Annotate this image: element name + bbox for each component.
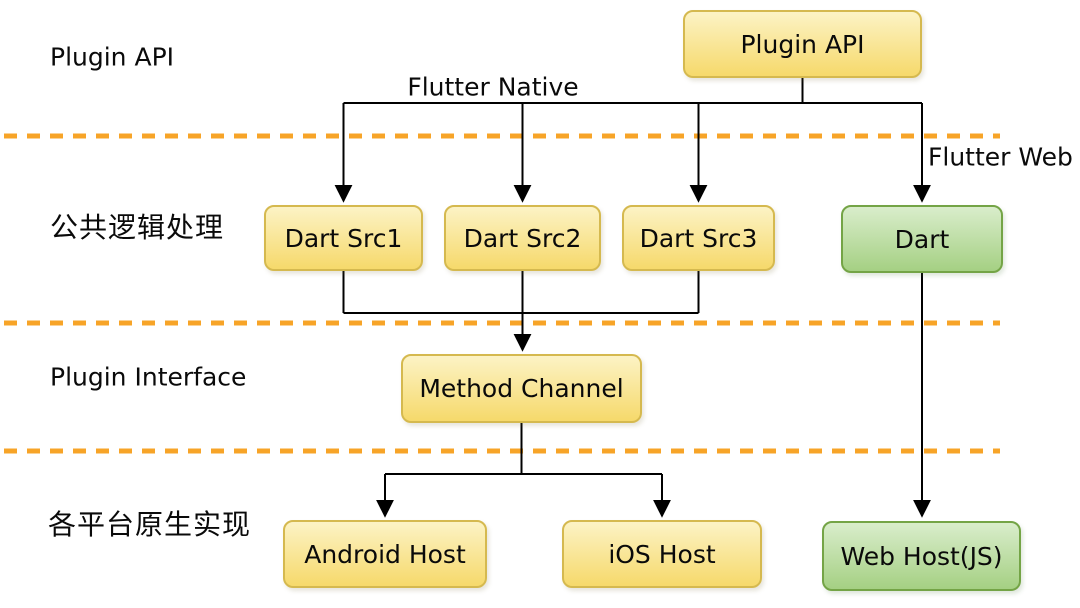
annotation-flutter-web: Flutter Web — [928, 142, 1073, 172]
annotation-flutter-native: Flutter Native — [407, 72, 579, 102]
node-dart-web-label: Dart — [894, 224, 950, 254]
node-dart-src1: Dart Src1 — [264, 205, 423, 271]
band-label-plugin-interface: Plugin Interface — [50, 362, 247, 392]
node-dart-web: Dart — [841, 205, 1003, 273]
node-android-host: Android Host — [283, 520, 487, 588]
node-plugin-api: Plugin API — [683, 10, 922, 78]
band-label-plugin-api: Plugin API — [50, 42, 175, 72]
node-ios-host: iOS Host — [562, 520, 762, 588]
node-web-host-label: Web Host(JS) — [840, 541, 1003, 571]
node-dart-src3-label: Dart Src3 — [639, 223, 758, 253]
node-web-host: Web Host(JS) — [822, 521, 1021, 591]
node-dart-src1-label: Dart Src1 — [284, 223, 403, 253]
node-dart-src2-label: Dart Src2 — [463, 223, 582, 253]
node-method-channel: Method Channel — [401, 354, 642, 423]
node-dart-src3: Dart Src3 — [622, 205, 775, 271]
band-label-native-impl: 各平台原生实现 — [48, 508, 252, 541]
node-dart-src2: Dart Src2 — [444, 205, 601, 271]
node-android-host-label: Android Host — [304, 539, 466, 569]
node-ios-host-label: iOS Host — [608, 539, 716, 569]
node-plugin-api-label: Plugin API — [740, 29, 865, 59]
band-label-common-logic: 公共逻辑处理 — [50, 211, 225, 244]
node-method-channel-label: Method Channel — [419, 374, 624, 403]
